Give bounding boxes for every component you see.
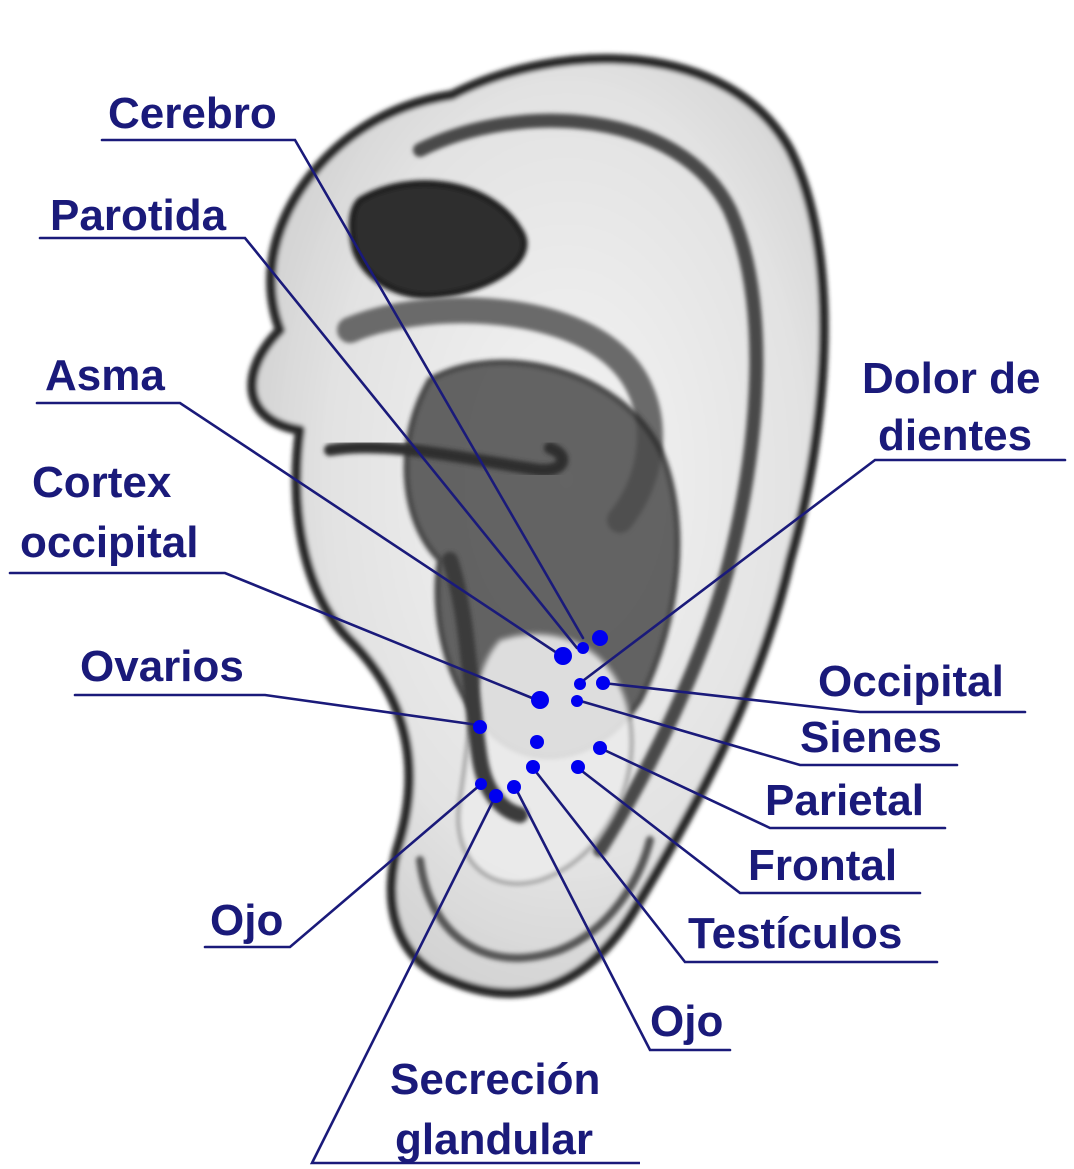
point-testiculos — [526, 760, 540, 774]
point-ovarios — [473, 720, 487, 734]
label-dolor-line2: dientes — [878, 411, 1032, 460]
point-parietal — [593, 741, 607, 755]
label-parotida: Parotida — [50, 191, 227, 240]
point-cortex-occipital — [531, 691, 549, 709]
label-testiculos: Testículos — [688, 909, 902, 958]
label-cortex-line1: Cortex — [32, 458, 172, 507]
label-occipital: Occipital — [818, 657, 1004, 706]
point-cerebro — [592, 630, 608, 646]
label-dolor-line1: Dolor de — [862, 354, 1040, 403]
point-testiculos-upper — [530, 735, 544, 749]
label-parietal: Parietal — [765, 776, 924, 825]
label-ojo-left: Ojo — [210, 896, 283, 945]
point-frontal — [571, 760, 585, 774]
label-asma: Asma — [45, 351, 165, 400]
point-occipital — [596, 676, 610, 690]
point-ojo-left — [475, 778, 487, 790]
label-cortex-line2: occipital — [20, 518, 199, 567]
label-frontal: Frontal — [748, 841, 897, 890]
label-secrecion-line1: Secreción — [390, 1055, 600, 1104]
label-cerebro: Cerebro — [108, 89, 277, 138]
label-ovarios: Ovarios — [80, 642, 244, 691]
label-sienes: Sienes — [800, 713, 942, 762]
ear-illustration — [252, 59, 824, 993]
point-parotida — [577, 642, 589, 654]
label-ojo-bottom: Ojo — [650, 997, 723, 1046]
point-sienes — [571, 695, 583, 707]
point-ojo-bottom — [507, 780, 521, 794]
point-asma — [554, 647, 572, 665]
point-secrecion — [489, 789, 503, 803]
label-secrecion-line2: glandular — [395, 1115, 593, 1164]
point-dolor-dientes — [574, 678, 586, 690]
